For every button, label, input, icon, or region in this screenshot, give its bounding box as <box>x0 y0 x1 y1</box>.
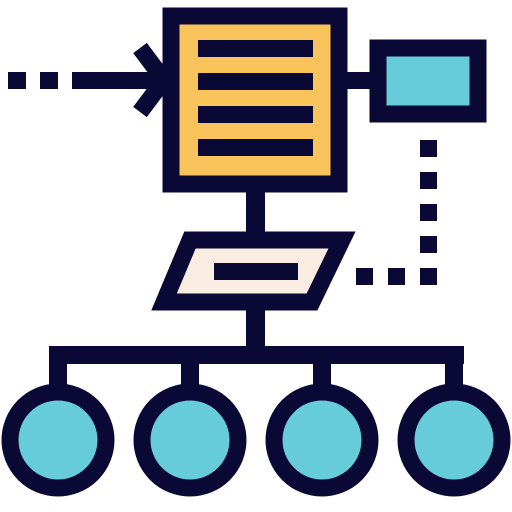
document-line-2 <box>198 73 313 90</box>
dot-6 <box>388 268 405 285</box>
arrow-dash-1 <box>8 72 26 89</box>
document-line-4 <box>198 139 313 156</box>
data-box <box>151 231 356 311</box>
arrow-shaft <box>72 72 164 89</box>
dot-1 <box>420 140 437 157</box>
connector-doc-to-data-box <box>246 184 265 236</box>
dot-5 <box>420 268 437 285</box>
child-node-4 <box>397 383 511 497</box>
dotted-connector-side-to-data <box>356 140 437 285</box>
incoming-dashed-arrow <box>8 42 175 118</box>
connector-data-to-branch <box>246 302 265 350</box>
document-box <box>162 7 348 193</box>
node-connector-2 <box>181 346 199 394</box>
node-connector-1 <box>49 346 67 394</box>
branch-bar <box>50 346 464 364</box>
dot-4 <box>420 236 437 253</box>
child-node-1 <box>1 383 115 497</box>
arrow-dash-2 <box>40 72 58 89</box>
data-box-line <box>214 263 298 280</box>
dot-7 <box>356 268 373 285</box>
side-box <box>369 39 487 123</box>
child-nodes <box>1 346 511 497</box>
node-connector-3 <box>313 346 331 394</box>
dot-3 <box>420 204 437 221</box>
child-node-2 <box>133 383 247 497</box>
document-line-3 <box>198 106 313 123</box>
document-lines <box>198 40 313 156</box>
node-connector-4 <box>445 346 463 394</box>
dot-2 <box>420 172 437 189</box>
document-line-1 <box>198 40 313 57</box>
child-node-3 <box>265 383 379 497</box>
